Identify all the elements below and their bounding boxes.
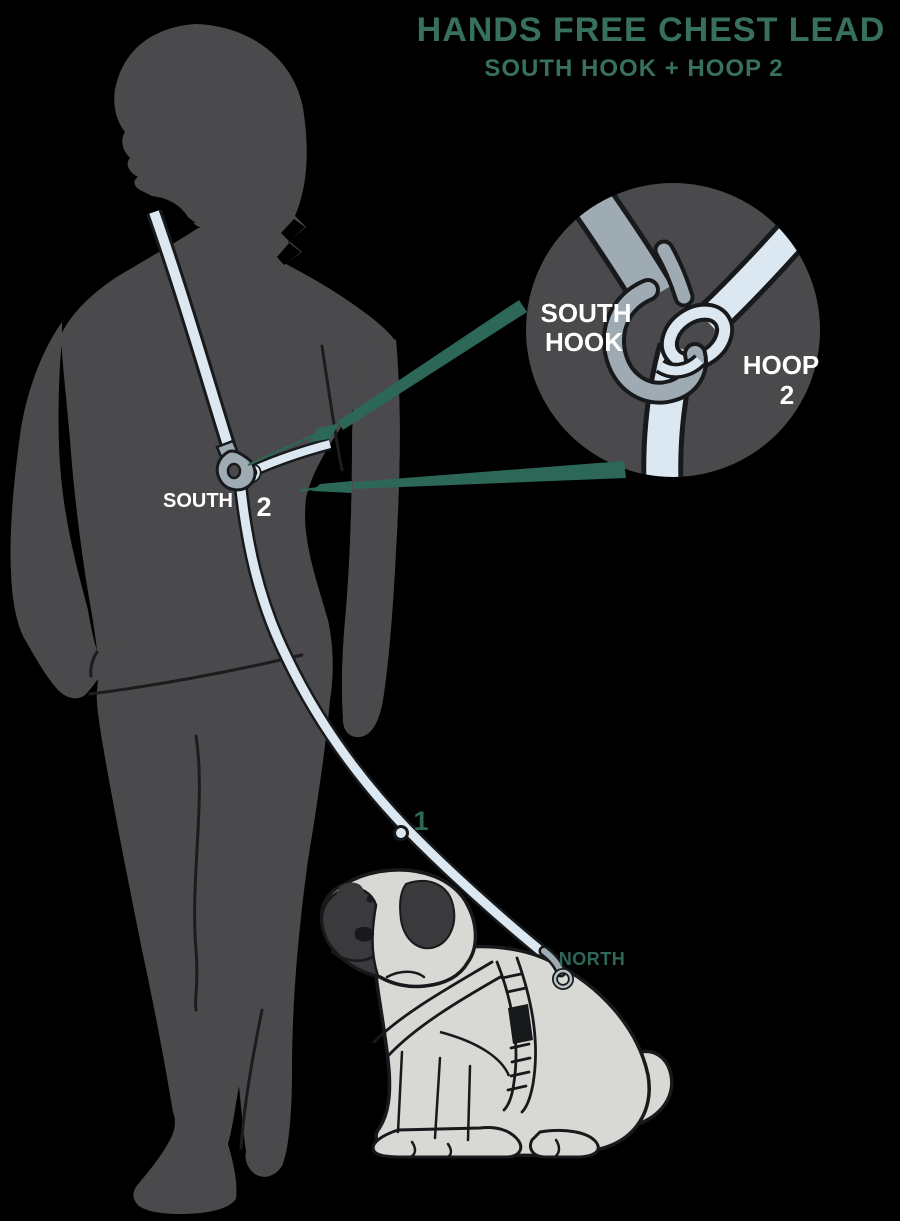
lead-line: [235, 479, 550, 960]
dog-rear-paw: [529, 1128, 600, 1159]
legs-separation-line: [239, 1008, 264, 1150]
main-title: HANDS FREE CHEST LEAD: [417, 11, 886, 49]
dog-toe-arc-2: [446, 1142, 453, 1159]
dog-front-paws: [371, 1126, 523, 1159]
dog-leg-line-2: [433, 1056, 442, 1140]
hook-eye: [226, 462, 242, 480]
hoop1-ring: [393, 825, 409, 841]
person-body: [61, 226, 396, 1214]
tunic-hem-line: [88, 653, 304, 696]
thumb-line: [89, 650, 99, 678]
dog-eye: [366, 895, 374, 903]
chest-hoop2-label: 2: [256, 492, 271, 522]
inset-south-label-1: SOUTH: [541, 298, 632, 328]
inset-south-label-2: HOOK: [545, 327, 623, 357]
north-hook-clasp: [538, 945, 574, 990]
dog-mouth-line: [330, 950, 374, 962]
inset-hoop-label-2: 2: [780, 380, 794, 410]
dog-toe-arc-1: [410, 1140, 417, 1158]
dog-leg-line-3: [466, 1064, 472, 1142]
lead-hoop1-label: 1: [413, 806, 428, 836]
dog-right-ear-patch: [399, 880, 456, 950]
person-head: [114, 24, 307, 269]
dog-frown-line: [385, 970, 426, 979]
dog-left-ear: [335, 882, 365, 912]
inset-hoop-label-1: HOOP: [743, 350, 820, 380]
dog-haunch-line: [439, 1030, 511, 1077]
lower-arrow-icon: [353, 461, 626, 489]
hair-shoulder-gap: [277, 219, 305, 265]
harness-dark-segment: [508, 1004, 533, 1044]
chest-south-label: SOUTH: [163, 490, 233, 512]
arm-torso-crease: [320, 344, 344, 472]
dog-nose: [354, 926, 375, 942]
dog-leg-line-1: [396, 1050, 404, 1134]
dog-harness: [372, 956, 537, 1114]
pant-crease-line: [193, 734, 201, 1012]
chin-neck-gap: [147, 197, 196, 223]
person-silhouette: [10, 24, 400, 1214]
upper-arrow-icon: [338, 300, 527, 430]
shoulder-strap: [149, 210, 237, 460]
dog-toe-arc-3: [554, 1138, 561, 1158]
south-hook-clasp: [215, 439, 262, 492]
dog-north-label: NORTH: [559, 949, 626, 969]
subtitle: SOUTH HOOK + HOOP 2: [484, 55, 783, 82]
detail-inset: SOUTH HOOK HOOP 2: [526, 183, 820, 477]
person-left-arm: [10, 322, 118, 699]
callout-arrows: [247, 300, 626, 493]
